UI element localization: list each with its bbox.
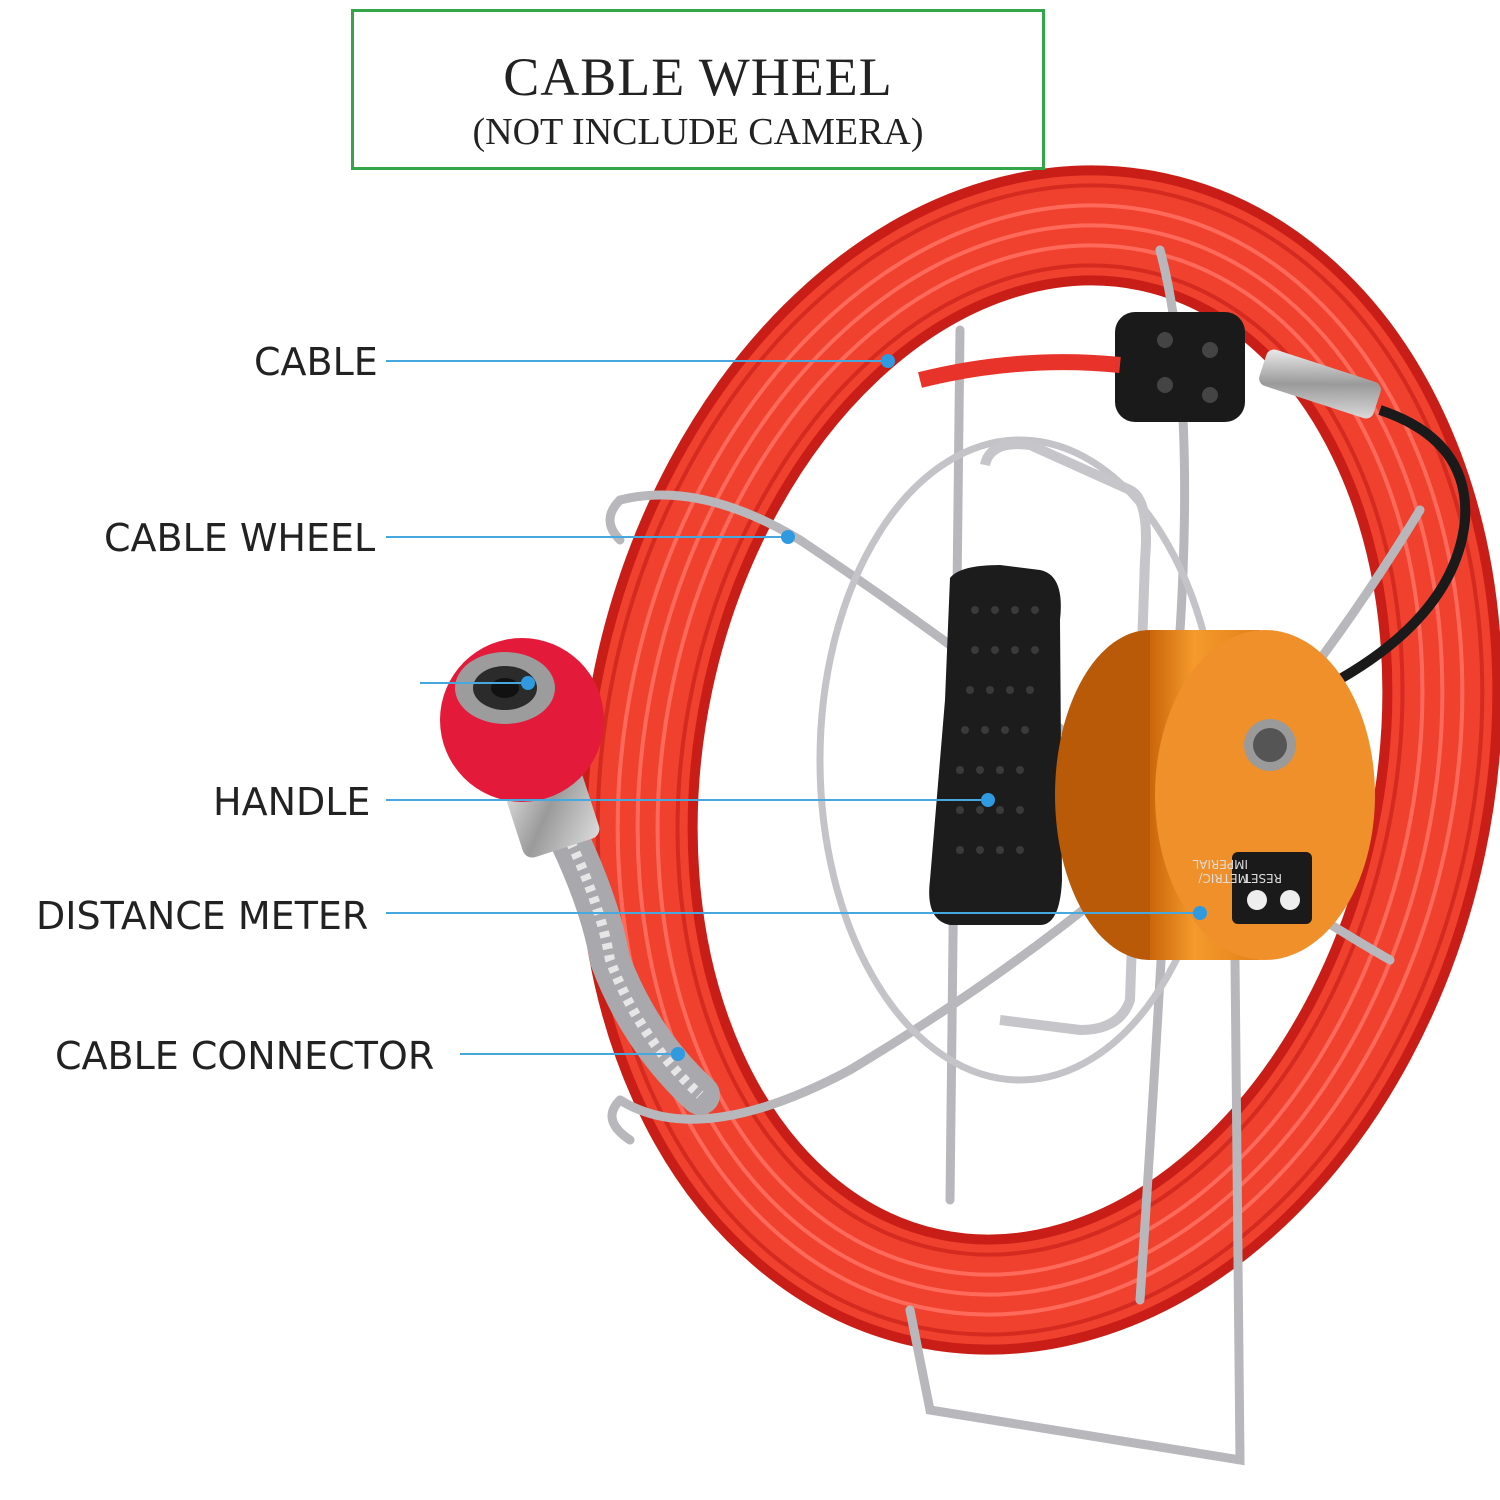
top-connector [918,312,1471,695]
label-handle: HANDLE [213,780,371,824]
meter-panel-line3: RESET [1243,871,1282,885]
distance-meter-body: METRIC/ IMPERIAL RESET [1055,630,1375,960]
handle-group [929,439,1151,1036]
dot-cable-connector [671,1047,685,1061]
dot-cable-wheel [781,530,795,544]
leader-cable [386,360,888,362]
title-main: CABLE WHEEL [503,47,893,107]
leader-distance-meter [386,912,1200,914]
leader-handle [386,799,988,801]
title-subtitle: (NOT INCLUDE CAMERA) [472,111,924,153]
leader-cable-connector [460,1053,678,1055]
leader-cable-wheel [386,536,788,538]
dot-cable [881,354,895,368]
meter-panel-line1: METRIC/ [1197,871,1248,885]
meter-panel-line2: IMPERIAL [1192,857,1248,871]
label-distance-meter: DISTANCE METER [36,894,369,938]
title-box: CABLE WHEEL (NOT INCLUDE CAMERA) [351,9,1045,170]
cable-connector-part [440,638,720,1115]
dot-handle [981,793,995,807]
dot-distance-meter [1193,906,1207,920]
leader-camera-lens [420,682,528,684]
label-cable-wheel: CABLE WHEEL [104,516,376,560]
label-cable: CABLE [254,340,378,384]
dot-camera-lens [521,676,535,690]
cable-coil [577,165,1500,1355]
label-cable-connector: CABLE CONNECTOR [55,1034,435,1078]
